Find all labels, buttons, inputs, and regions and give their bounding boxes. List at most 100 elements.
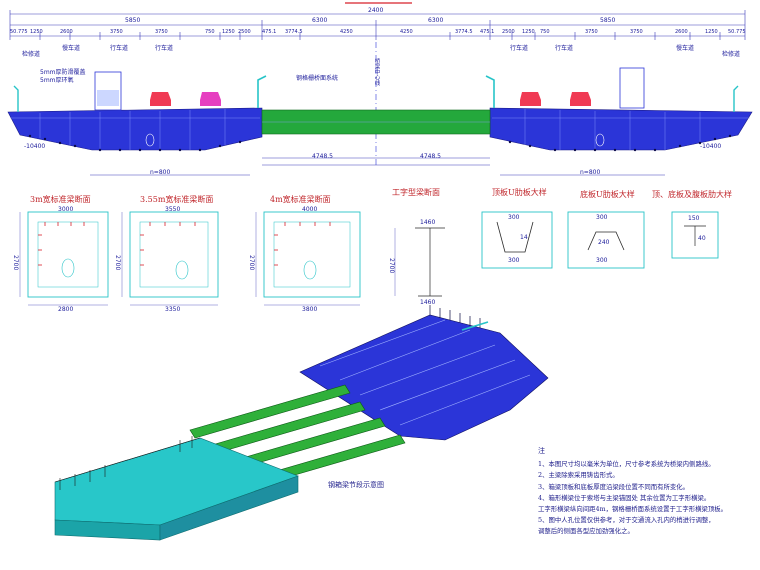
detail-title: 顶、底板及腹板肋大样: [652, 190, 732, 199]
detail-title: 顶板U肋板大样: [492, 188, 547, 197]
dim-label: 2600: [60, 29, 73, 35]
bottom-dim: n=800: [580, 169, 601, 176]
note-item: 3、箱梁顶板和底板厚度沿梁段位置不同而有所变化。: [538, 482, 690, 491]
dim-label: 150: [688, 215, 700, 222]
dim-label: 3750: [155, 29, 168, 35]
main-cross-section: [7, 67, 753, 176]
dim-label: 1460: [420, 299, 436, 306]
dim-label: 2700: [114, 255, 121, 271]
bottom-dim: 4748.5: [312, 153, 333, 160]
dim-label: 2500: [502, 29, 515, 35]
dim-label: 2600: [675, 29, 688, 35]
dim-label: 2800: [58, 306, 74, 313]
lane-label: 检修道: [22, 51, 41, 58]
dim-label: 2500: [238, 29, 251, 35]
mid-right-label: 6300: [428, 17, 444, 24]
section-3m: [27, 211, 109, 298]
bus-icon: [619, 67, 645, 109]
iso-caption: 钢箱梁节段示意图: [328, 481, 384, 489]
lane-label: 行车道: [110, 45, 129, 52]
lane-label: 行车道: [555, 45, 574, 52]
note-item: 1、本图尺寸均以毫米为单位，尺寸参考系统为桥梁内侧路线。: [538, 460, 715, 469]
isometric-model: [54, 305, 549, 541]
top-u-rib-detail: [481, 211, 553, 269]
note-item: 2、主梁除索采用铸齿形式。: [538, 471, 619, 480]
bottom-u-rib-detail: [567, 211, 645, 269]
detail-title: 4m宽标准梁断面: [270, 195, 331, 204]
centerline-label: 桥梁中心线: [373, 58, 380, 86]
dim-label: 240: [598, 239, 610, 246]
dim-label: 2700: [12, 255, 19, 271]
dim-label: 750: [205, 29, 215, 35]
legend-2: 5mm厚环氧: [40, 77, 74, 84]
mid-left-label: 6300: [312, 17, 328, 24]
notes-heading: 注: [538, 447, 545, 455]
dim-label: 40: [698, 235, 706, 242]
dim-label: 4250: [340, 29, 353, 35]
dim-label: 300: [508, 214, 520, 221]
dim-label: 1460: [420, 219, 436, 226]
lane-label: 行车道: [510, 45, 529, 52]
left-half-label: 5850: [125, 17, 141, 24]
lane-label: 慢车道: [62, 45, 81, 52]
legend-1: 5mm厚防滑覆盖: [40, 69, 86, 76]
dim-label: 4000: [302, 206, 318, 213]
steel-deck-label: 钢格栅桥面系统: [296, 75, 339, 82]
note-item: 调整后的侧面各型应加劲强化之。: [538, 527, 634, 536]
section-i-beam: [415, 227, 445, 297]
overall-width-label: 2400: [368, 7, 384, 14]
note-item: 工字形横梁纵向间距4m，钢格栅桥面系统设置于工字形横梁顶板。: [538, 505, 728, 514]
dim-label: 1250: [522, 29, 535, 35]
lane-label: 慢车道: [676, 45, 695, 52]
dim-label: 3800: [302, 306, 318, 313]
truck-icon: [94, 71, 122, 111]
lane-label: 行车道: [155, 45, 174, 52]
dim-label: 3000: [58, 206, 74, 213]
bottom-dim: -10400: [24, 143, 46, 150]
detail-dim-lines: [19, 212, 396, 306]
dim-label: 1250: [30, 29, 43, 35]
section-4m: [263, 211, 361, 298]
detail-title: 底板U肋板大样: [580, 190, 635, 199]
dim-label: 300: [508, 257, 520, 264]
bottom-dim: -10400: [700, 143, 722, 150]
note-item: 5、图中人孔位置仅供参考，对于交通流入孔内的梢进行调整，: [538, 516, 715, 525]
dim-label: 3774.5: [455, 29, 473, 35]
dim-label: 14: [520, 234, 528, 241]
left-box-girder: [7, 107, 263, 151]
dim-label: 300: [596, 257, 608, 264]
detail-sections: [27, 211, 719, 298]
stiffener-detail: [671, 211, 719, 259]
dim-label: 300: [596, 214, 608, 221]
dim-label: 3750: [630, 29, 643, 35]
dim-label: 50.775: [728, 29, 746, 35]
detail-title: 工字型梁断面: [392, 188, 440, 197]
dim-label: 50.775: [10, 29, 28, 35]
dim-label: 3350: [165, 306, 181, 313]
dim-label: 3750: [110, 29, 123, 35]
dim-label: 3774.5: [285, 29, 303, 35]
dim-label: 3550: [165, 206, 181, 213]
dim-label: 1250: [705, 29, 718, 35]
rib-marks: [38, 222, 331, 266]
dim-label: 1250: [222, 29, 235, 35]
notes-block: 注 1、本图尺寸均以毫米为单位，尺寸参考系统为桥梁内侧路线。 2、主梁除索采用铸…: [538, 446, 753, 538]
note-item: 4、箱形横梁位于索塔与主梁锚固处 其余位置为工字形横梁。: [538, 493, 711, 502]
dim-label: 2700: [248, 255, 255, 271]
bottom-dim: n=800: [150, 169, 171, 176]
bottom-dim: 4748.5: [420, 153, 441, 160]
dim-label: 750: [540, 29, 550, 35]
box-girder-segment: [299, 314, 549, 441]
detail-title: 3m宽标准梁断面: [30, 195, 91, 204]
right-half-label: 5850: [600, 17, 616, 24]
dim-label: 4250: [400, 29, 413, 35]
dim-label: 2700: [388, 258, 395, 274]
detail-title: 3.55m宽标准梁断面: [140, 195, 214, 204]
dim-label: 3750: [585, 29, 598, 35]
dim-label: 475.1: [262, 29, 277, 35]
lane-label: 检修道: [722, 51, 741, 58]
car-icon: [150, 92, 591, 106]
top-dimension-lines: [9, 10, 746, 40]
